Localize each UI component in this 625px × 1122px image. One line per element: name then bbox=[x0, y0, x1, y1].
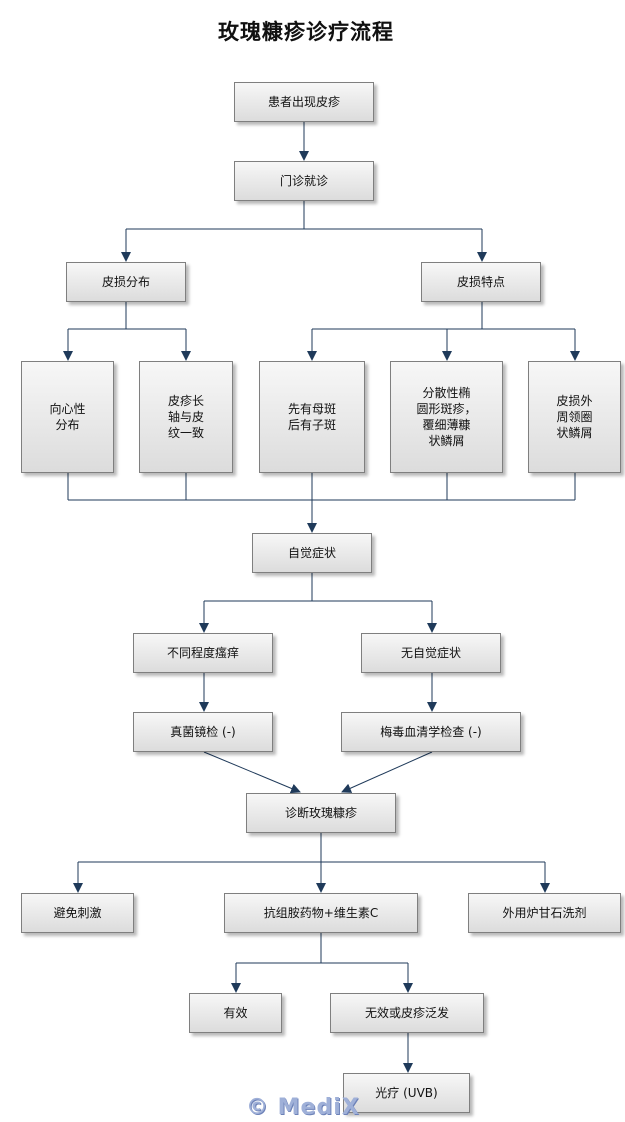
node-no-symptom: 无自觉症状 bbox=[361, 633, 501, 673]
node-avoid: 避免刺激 bbox=[21, 893, 134, 933]
node-scattered: 分散性椭圆形斑疹，覆细薄糠状鳞屑 bbox=[390, 361, 503, 473]
node-itch-label: 不同程度瘙痒 bbox=[166, 646, 239, 660]
node-rash: 患者出现皮疹 bbox=[234, 82, 374, 122]
node-ineffective: 无效或皮疹泛发 bbox=[330, 993, 484, 1033]
node-antihistamine-label: 抗组胺药物+维生素C bbox=[263, 906, 379, 920]
node-long-axis: 皮疹长轴与皮纹一致 bbox=[139, 361, 233, 473]
node-calamine: 外用炉甘石洗剂 bbox=[468, 893, 621, 933]
node-rash-label: 患者出现皮疹 bbox=[267, 95, 340, 109]
node-phototherapy-label: 光疗 (UVB) bbox=[375, 1086, 438, 1100]
node-fungal: 真菌镜检 (-) bbox=[133, 712, 273, 752]
arrow-fungal-diagnosis bbox=[203, 751, 301, 794]
node-centripetal-label: 向心性分布 bbox=[49, 402, 86, 432]
arrow-syphilis-diagnosis bbox=[341, 751, 433, 793]
node-symptoms: 自觉症状 bbox=[252, 533, 372, 573]
node-scattered-label: 分散性椭圆形斑疹，覆细薄糠状鳞屑 bbox=[416, 386, 477, 448]
node-long-axis-label: 皮疹长轴与皮纹一致 bbox=[167, 394, 204, 440]
page-title: 玫瑰糠疹诊疗流程 bbox=[218, 20, 394, 44]
node-clinic-label: 门诊就诊 bbox=[279, 174, 328, 188]
node-fungal-label: 真菌镜检 (-) bbox=[170, 725, 236, 739]
node-calamine-label: 外用炉甘石洗剂 bbox=[502, 906, 587, 920]
node-avoid-label: 避免刺激 bbox=[53, 906, 102, 920]
node-effective: 有效 bbox=[189, 993, 282, 1033]
node-syphilis: 梅毒血清学检查 (-) bbox=[341, 712, 521, 752]
node-distribution-label: 皮损分布 bbox=[101, 275, 150, 289]
node-diagnosis-label: 诊断玫瑰糠疹 bbox=[284, 806, 357, 820]
node-syphilis-label: 梅毒血清学检查 (-) bbox=[380, 725, 482, 739]
node-mother-patch-label: 先有母斑后有子斑 bbox=[287, 402, 336, 432]
node-mother-patch: 先有母斑后有子斑 bbox=[259, 361, 365, 473]
node-phototherapy: 光疗 (UVB) bbox=[343, 1073, 470, 1113]
node-ineffective-label: 无效或皮疹泛发 bbox=[364, 1006, 449, 1020]
node-centripetal: 向心性分布 bbox=[21, 361, 114, 473]
node-itch: 不同程度瘙痒 bbox=[133, 633, 273, 673]
node-collarette: 皮损外周领圈状鳞屑 bbox=[528, 361, 621, 473]
node-distribution: 皮损分布 bbox=[66, 262, 186, 302]
node-diagnosis: 诊断玫瑰糠疹 bbox=[246, 793, 396, 833]
watermark-logo: © MediX bbox=[246, 1095, 360, 1120]
node-effective-label: 有效 bbox=[223, 1006, 248, 1020]
node-symptoms-label: 自觉症状 bbox=[287, 546, 336, 560]
node-features-label: 皮损特点 bbox=[456, 275, 505, 289]
node-collarette-label: 皮损外周领圈状鳞屑 bbox=[556, 394, 593, 440]
node-clinic: 门诊就诊 bbox=[234, 161, 374, 201]
node-antihistamine: 抗组胺药物+维生素C bbox=[224, 893, 418, 933]
node-no-symptom-label: 无自觉症状 bbox=[400, 646, 461, 660]
node-features: 皮损特点 bbox=[421, 262, 541, 302]
